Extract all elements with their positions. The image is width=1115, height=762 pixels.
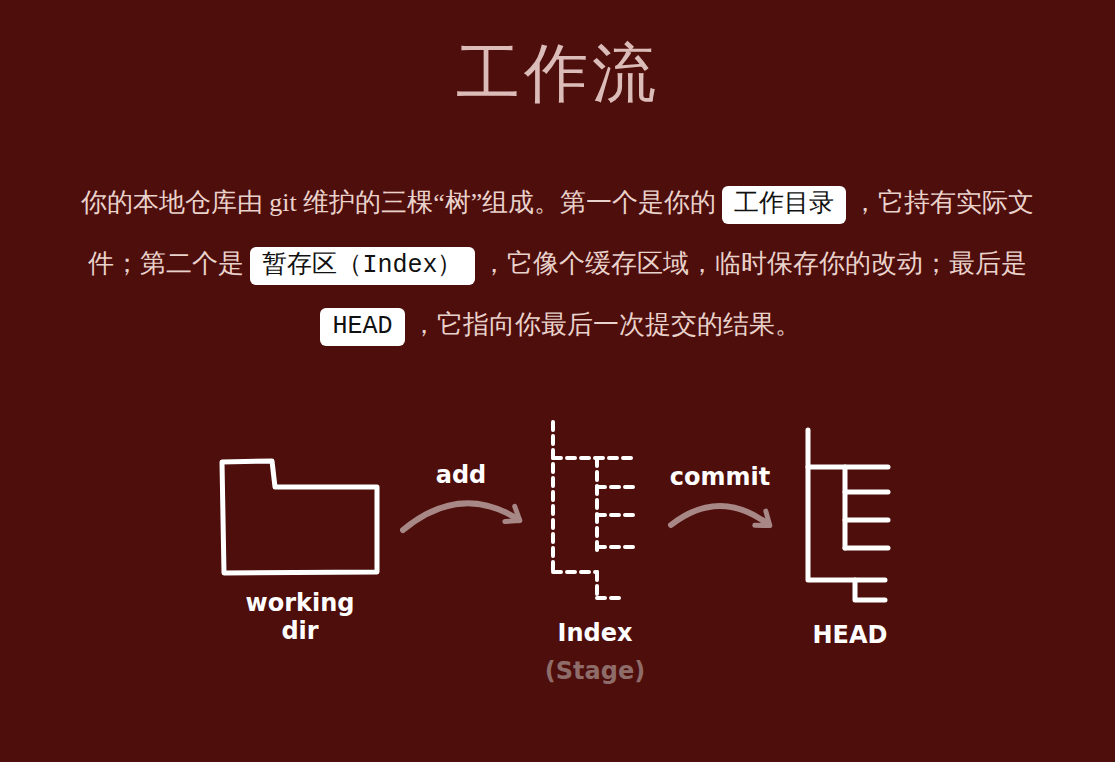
figure-label: HEAD <box>777 622 923 650</box>
arrow-label: commit <box>670 463 770 492</box>
folder-icon <box>222 461 377 573</box>
term-chip: 工作目录 <box>722 186 846 224</box>
arrow-label: add <box>436 461 487 490</box>
paragraph-text: ，它指向你最后一次提交的结果。 <box>411 310 801 339</box>
flow-arrow <box>403 503 519 530</box>
term-text: 工作目录 <box>734 190 834 219</box>
paragraph-text: ，它像个缓存区域，临时保存你的改动；最后是 <box>481 249 1027 278</box>
term-chip: HEAD <box>320 308 404 346</box>
figure-label: (Stage) <box>527 658 663 686</box>
head-tree <box>808 430 888 600</box>
flow-arrow <box>671 506 769 525</box>
index-figure: Index (Stage) <box>527 415 663 685</box>
page-title: 工作流 <box>0 36 1115 113</box>
term-chip: 暂存区（Index） <box>250 247 474 285</box>
figure-label: working dir <box>235 590 365 645</box>
paragraph-text: 你的本地仓库由 git 维护的三棵“树”组成。第一个是你的 <box>81 188 717 217</box>
term-text: HEAD <box>332 312 392 341</box>
figure-label: Index <box>527 620 663 648</box>
working-dir-figure: working dir <box>205 455 395 645</box>
intro-paragraph: 你的本地仓库由 git 维护的三棵“树”组成。第一个是你的工作目录，它持有实际文… <box>80 172 1035 355</box>
term-text: 暂存区（Index） <box>262 251 462 280</box>
head-figure: HEAD <box>777 420 923 650</box>
index-tree <box>553 422 636 598</box>
